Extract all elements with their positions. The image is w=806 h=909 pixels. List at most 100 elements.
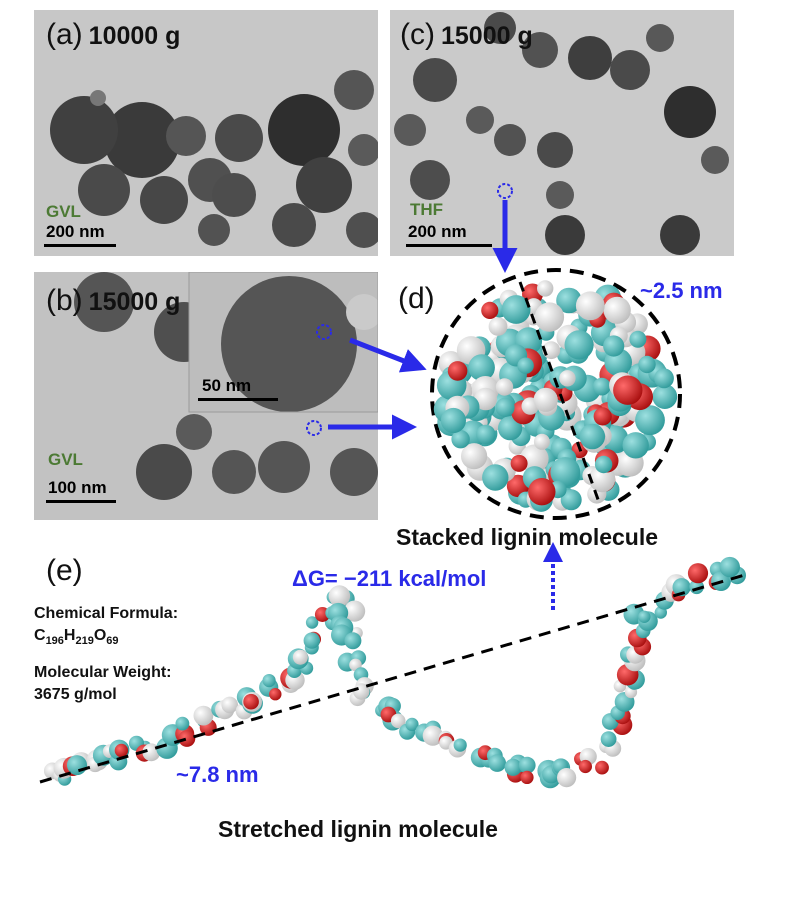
sphere-atom <box>486 366 505 385</box>
sphere-atom <box>613 375 643 405</box>
sphere-atom <box>607 447 636 476</box>
chain-atom <box>135 744 153 762</box>
sphere-atom <box>550 437 572 459</box>
sphere-atom <box>476 424 496 445</box>
sphere-atom <box>490 388 512 411</box>
sphere-atom <box>588 465 616 493</box>
sphere-atom <box>528 298 548 318</box>
panel-d-label: (d) <box>398 282 435 315</box>
sphere-atom <box>606 410 627 430</box>
chain-atom <box>303 632 320 649</box>
sphere-atom <box>477 395 494 412</box>
sphere-atom <box>455 412 477 433</box>
chain-atom <box>344 632 362 650</box>
sphere-atom <box>468 354 495 381</box>
sphere-atom <box>526 486 552 512</box>
chain-atom <box>269 688 282 701</box>
sphere-atom <box>508 437 526 455</box>
stacked-lignin-sphere <box>430 268 682 520</box>
sphere-atom <box>484 347 502 366</box>
chain-atom <box>221 696 238 714</box>
panel-b-solvent: GVL <box>48 450 83 469</box>
sphere-atom <box>622 432 649 459</box>
stacked-lignin-atoms <box>433 280 678 512</box>
panel-b-inset-scale-bar <box>198 398 278 401</box>
sphere-atom <box>610 449 640 478</box>
sphere-atom <box>589 311 606 328</box>
sphere-atom <box>557 345 576 364</box>
sphere-atom <box>593 407 612 426</box>
chain-atom <box>350 650 367 666</box>
sphere-atom <box>513 390 543 420</box>
chain-atom <box>109 752 128 771</box>
sphere-atom <box>495 328 524 357</box>
chain-atom <box>488 754 507 772</box>
sphere-atom <box>464 395 490 422</box>
chain-atom <box>601 713 619 730</box>
sphere-atom <box>520 444 549 474</box>
sphere-atom <box>579 423 606 450</box>
chain-atom <box>215 700 235 720</box>
chain-atom <box>438 730 453 745</box>
sphere-atom <box>599 304 624 329</box>
chain-atom <box>711 571 731 591</box>
chain-atom <box>349 658 362 672</box>
chain-atom <box>236 687 257 707</box>
sphere-atom <box>506 474 530 498</box>
sphere-atom <box>525 298 543 315</box>
sphere-atom <box>601 425 629 453</box>
sphere-atom <box>591 468 616 492</box>
chain-atom <box>579 748 597 766</box>
panel-b-label: (b)15000 g <box>46 286 180 316</box>
chain-atom <box>314 607 330 622</box>
chain-atom <box>708 574 725 590</box>
chain-atom <box>614 692 635 712</box>
weight-title: Molecular Weight: <box>34 664 172 681</box>
sphere-atom <box>599 320 620 341</box>
sphere-atom <box>534 302 565 332</box>
sphere-atom <box>504 344 528 367</box>
formula-h-count: 219 <box>75 634 94 647</box>
sphere-atom <box>555 384 573 402</box>
sphere-atom <box>592 330 615 353</box>
sphere-atom <box>536 493 553 509</box>
sphere-atom <box>500 313 530 343</box>
chain-atom <box>626 645 645 664</box>
chain-atom <box>337 590 355 608</box>
chain-atom <box>280 667 302 689</box>
panel-c-label: (c)15000 g <box>400 20 533 50</box>
chain-atom <box>486 747 503 764</box>
sphere-atom <box>615 326 637 348</box>
sphere-atom <box>524 308 542 326</box>
chain-atom <box>610 705 625 720</box>
sphere-atom <box>559 370 576 387</box>
chain-atom <box>638 611 658 631</box>
chain-atom <box>604 740 622 757</box>
sphere-atom <box>602 292 625 315</box>
chain-atom <box>635 623 651 639</box>
sphere-atom <box>579 422 602 445</box>
chain-atom <box>211 700 229 718</box>
sphere-atom <box>459 416 489 446</box>
sphere-atom <box>592 377 611 396</box>
sphere-atom <box>549 480 567 499</box>
chain-atom <box>92 744 114 766</box>
panel-a-letter: (a) <box>46 18 83 51</box>
formula-c-count: 196 <box>45 634 64 647</box>
sphere-atom <box>490 298 510 318</box>
sphere-atom <box>603 335 625 357</box>
sphere-atom <box>491 297 511 317</box>
panel-e-formula: Chemical Formula: C196H219O69 <box>34 603 178 649</box>
sphere-atom <box>522 466 547 490</box>
sphere-atom <box>561 365 587 391</box>
sphere-atom <box>570 318 588 336</box>
sphere-atom <box>583 405 602 424</box>
sphere-atom <box>584 409 612 437</box>
sphere-atom <box>542 377 559 395</box>
sphere-atom <box>451 420 474 443</box>
sphere-atom <box>608 404 631 427</box>
sphere-atom <box>635 405 665 436</box>
sphere-atom <box>488 392 516 420</box>
panel-a-solvent: GVL <box>46 202 81 221</box>
chain-atom <box>175 724 195 744</box>
